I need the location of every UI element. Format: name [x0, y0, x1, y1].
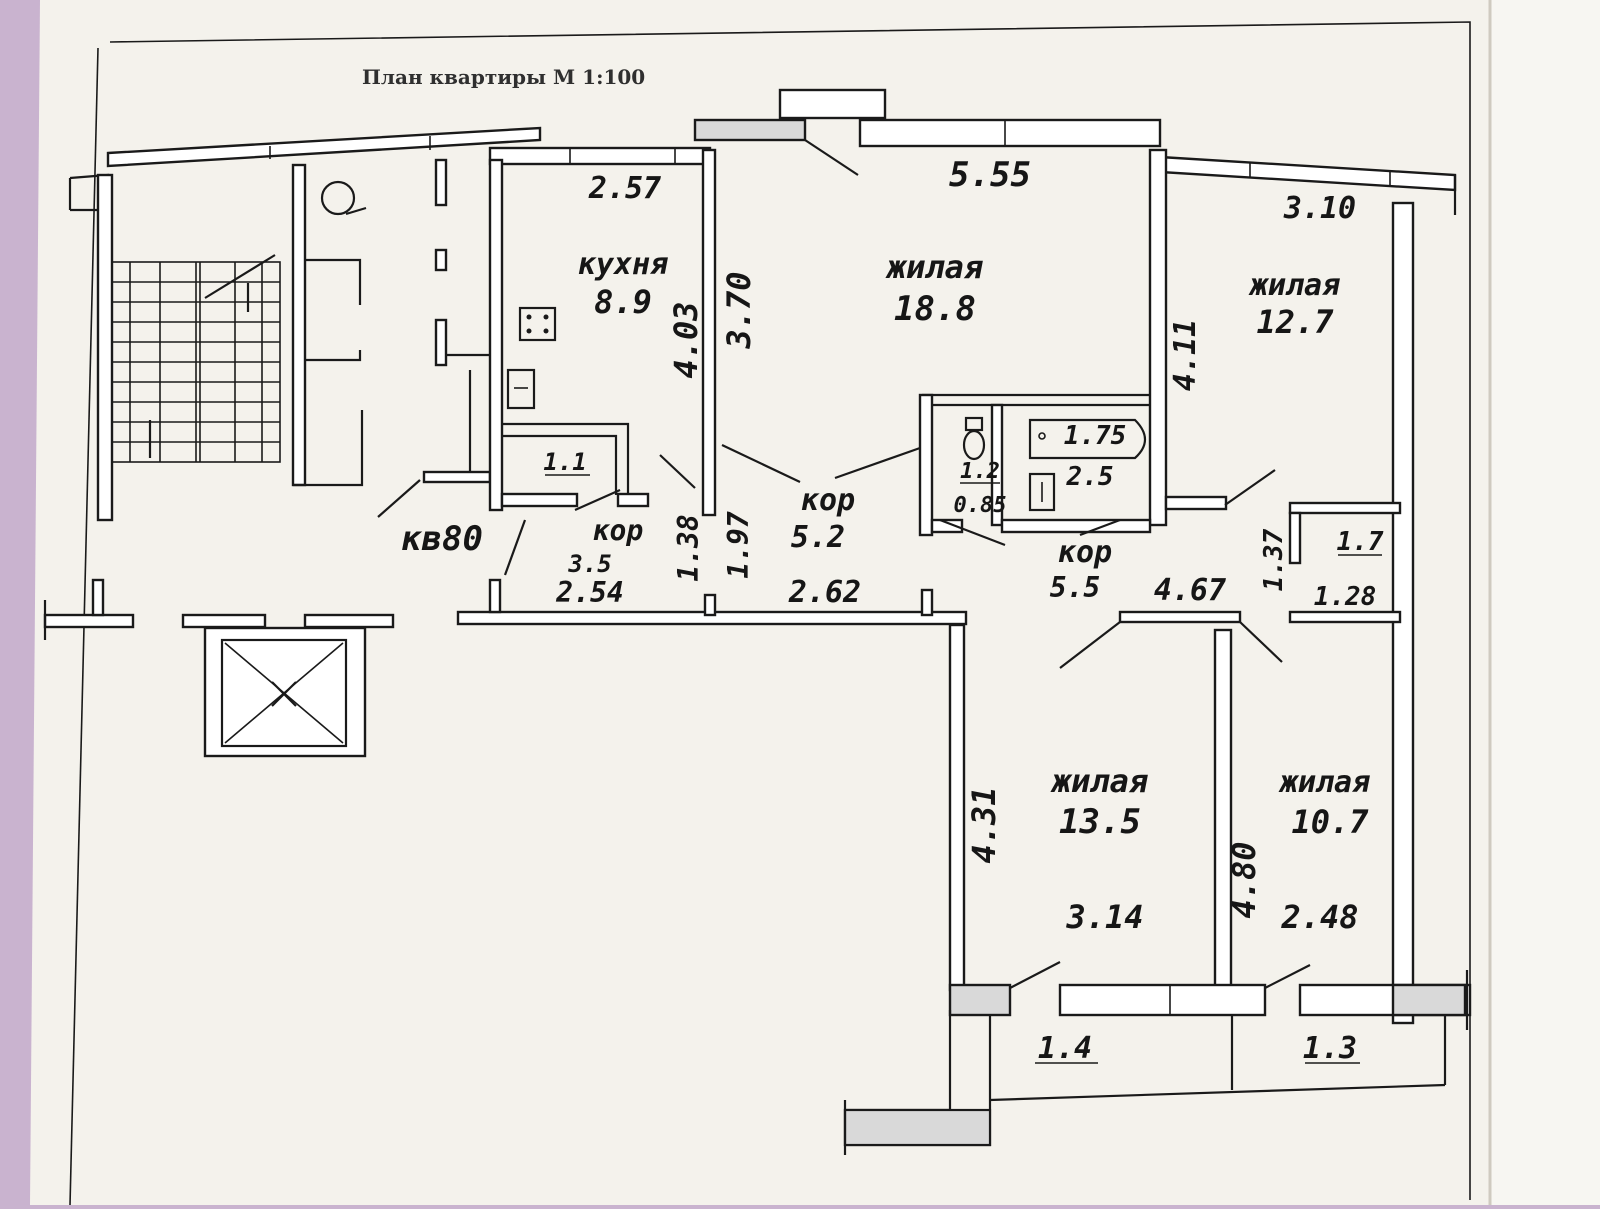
dim-0-85: 0.85: [954, 493, 1007, 518]
kitchen-left-wall: [488, 158, 504, 512]
dim-4-03: 4.03: [667, 301, 705, 378]
kitchen-name: кухня: [578, 247, 668, 282]
living3-right-wall: [1213, 628, 1233, 992]
living1-right-wall: [1148, 148, 1168, 527]
door-swings: [377, 139, 1311, 989]
balcony1-area: 1.4: [1038, 1031, 1092, 1066]
balcony2-area: 1.3: [1303, 1031, 1357, 1066]
living3-left-wall: [948, 623, 966, 992]
top-wall-left: [106, 126, 542, 168]
living3-area: 13.5: [1059, 802, 1141, 842]
living1-area: 18.8: [894, 289, 976, 329]
dim-4-67: 4.67: [1154, 573, 1226, 608]
dim-1-28: 1.28: [1314, 582, 1377, 612]
frame-border: [109, 21, 1471, 1200]
bottom-window-1: [1058, 983, 1267, 1017]
living2-name: жилая: [1248, 268, 1340, 303]
corridor2-area: 5.2: [791, 520, 845, 555]
dim-3-70: 3.70: [720, 271, 758, 349]
dim-1-75: 1.75: [1064, 421, 1127, 451]
paper-sheet: [30, 0, 1490, 1205]
toilet-icon: [962, 416, 986, 461]
dim-3-10: 3.10: [1283, 191, 1356, 226]
washbasin-icon: [1028, 472, 1056, 512]
plan-title: План квартиры М 1:100: [362, 65, 645, 89]
living4-area: 10.7: [1291, 803, 1369, 841]
room-labels: кухня 8.9 жилая 18.8 жилая 12.7 жилая 13…: [401, 247, 1384, 1066]
dim-2-54: 2.54: [555, 576, 623, 609]
corridor2-name: кор: [801, 483, 855, 518]
living4-name: жилая: [1278, 765, 1370, 800]
stair-right-wall: [291, 163, 307, 487]
dim-1-97: 1.97: [722, 511, 755, 579]
living2-area: 12.7: [1256, 303, 1334, 341]
next-page-edge: [1490, 0, 1600, 1205]
closet-area: 1.7: [1337, 527, 1384, 557]
stair-arrow: [204, 254, 276, 299]
corridor3-name: кор: [1058, 535, 1112, 570]
dim-4-31: 4.31: [965, 786, 1003, 863]
dim-5-55: 5.55: [949, 155, 1031, 195]
corridor1-area: 3.5: [567, 550, 611, 578]
stove-icon: [518, 306, 557, 342]
dim-4-11: 4.11: [1168, 319, 1203, 391]
dim-4-80: 4.80: [1225, 841, 1263, 918]
chute-icon: [320, 180, 367, 216]
balcony-bump: [778, 88, 887, 120]
dim-3-14: 3.14: [1065, 898, 1143, 936]
top-wall-living: [858, 118, 1162, 148]
stair-left-wall: [96, 173, 114, 522]
dim-1-37: 1.37: [1259, 528, 1289, 591]
walls: [43, 88, 1472, 1155]
living3-name: жилая: [1050, 762, 1149, 800]
apartment-label: кв80: [401, 519, 483, 559]
top-wall-kitchen: [488, 146, 712, 166]
staircase: [111, 254, 281, 463]
balcony-rail: [989, 1083, 1446, 1102]
bathtub-icon: [1028, 418, 1147, 460]
dim-2-57: 2.57: [588, 171, 661, 206]
dimension-labels: 2.57 5.55 3.10 4.03 3.70 4.11 1.75 0.85 …: [555, 155, 1376, 936]
dim-2-62: 2.62: [788, 575, 861, 610]
storage-area: 1.1: [543, 448, 586, 476]
wc-area: 1.2: [960, 459, 1000, 484]
kitchen-area: 8.9: [594, 283, 652, 321]
kitchen-right-wall: [701, 148, 717, 517]
living1-name: жилая: [885, 248, 984, 286]
sink-icon: [506, 368, 536, 410]
dim-2-48: 2.48: [1280, 898, 1358, 936]
corridor3-area: 5.5: [1050, 571, 1101, 604]
bath-area: 2.5: [1066, 462, 1114, 492]
corridor1-name: кор: [593, 514, 644, 547]
top-wall-pier: [693, 118, 807, 142]
dim-1-38: 1.38: [672, 514, 705, 581]
elevator-icon: [203, 626, 367, 758]
